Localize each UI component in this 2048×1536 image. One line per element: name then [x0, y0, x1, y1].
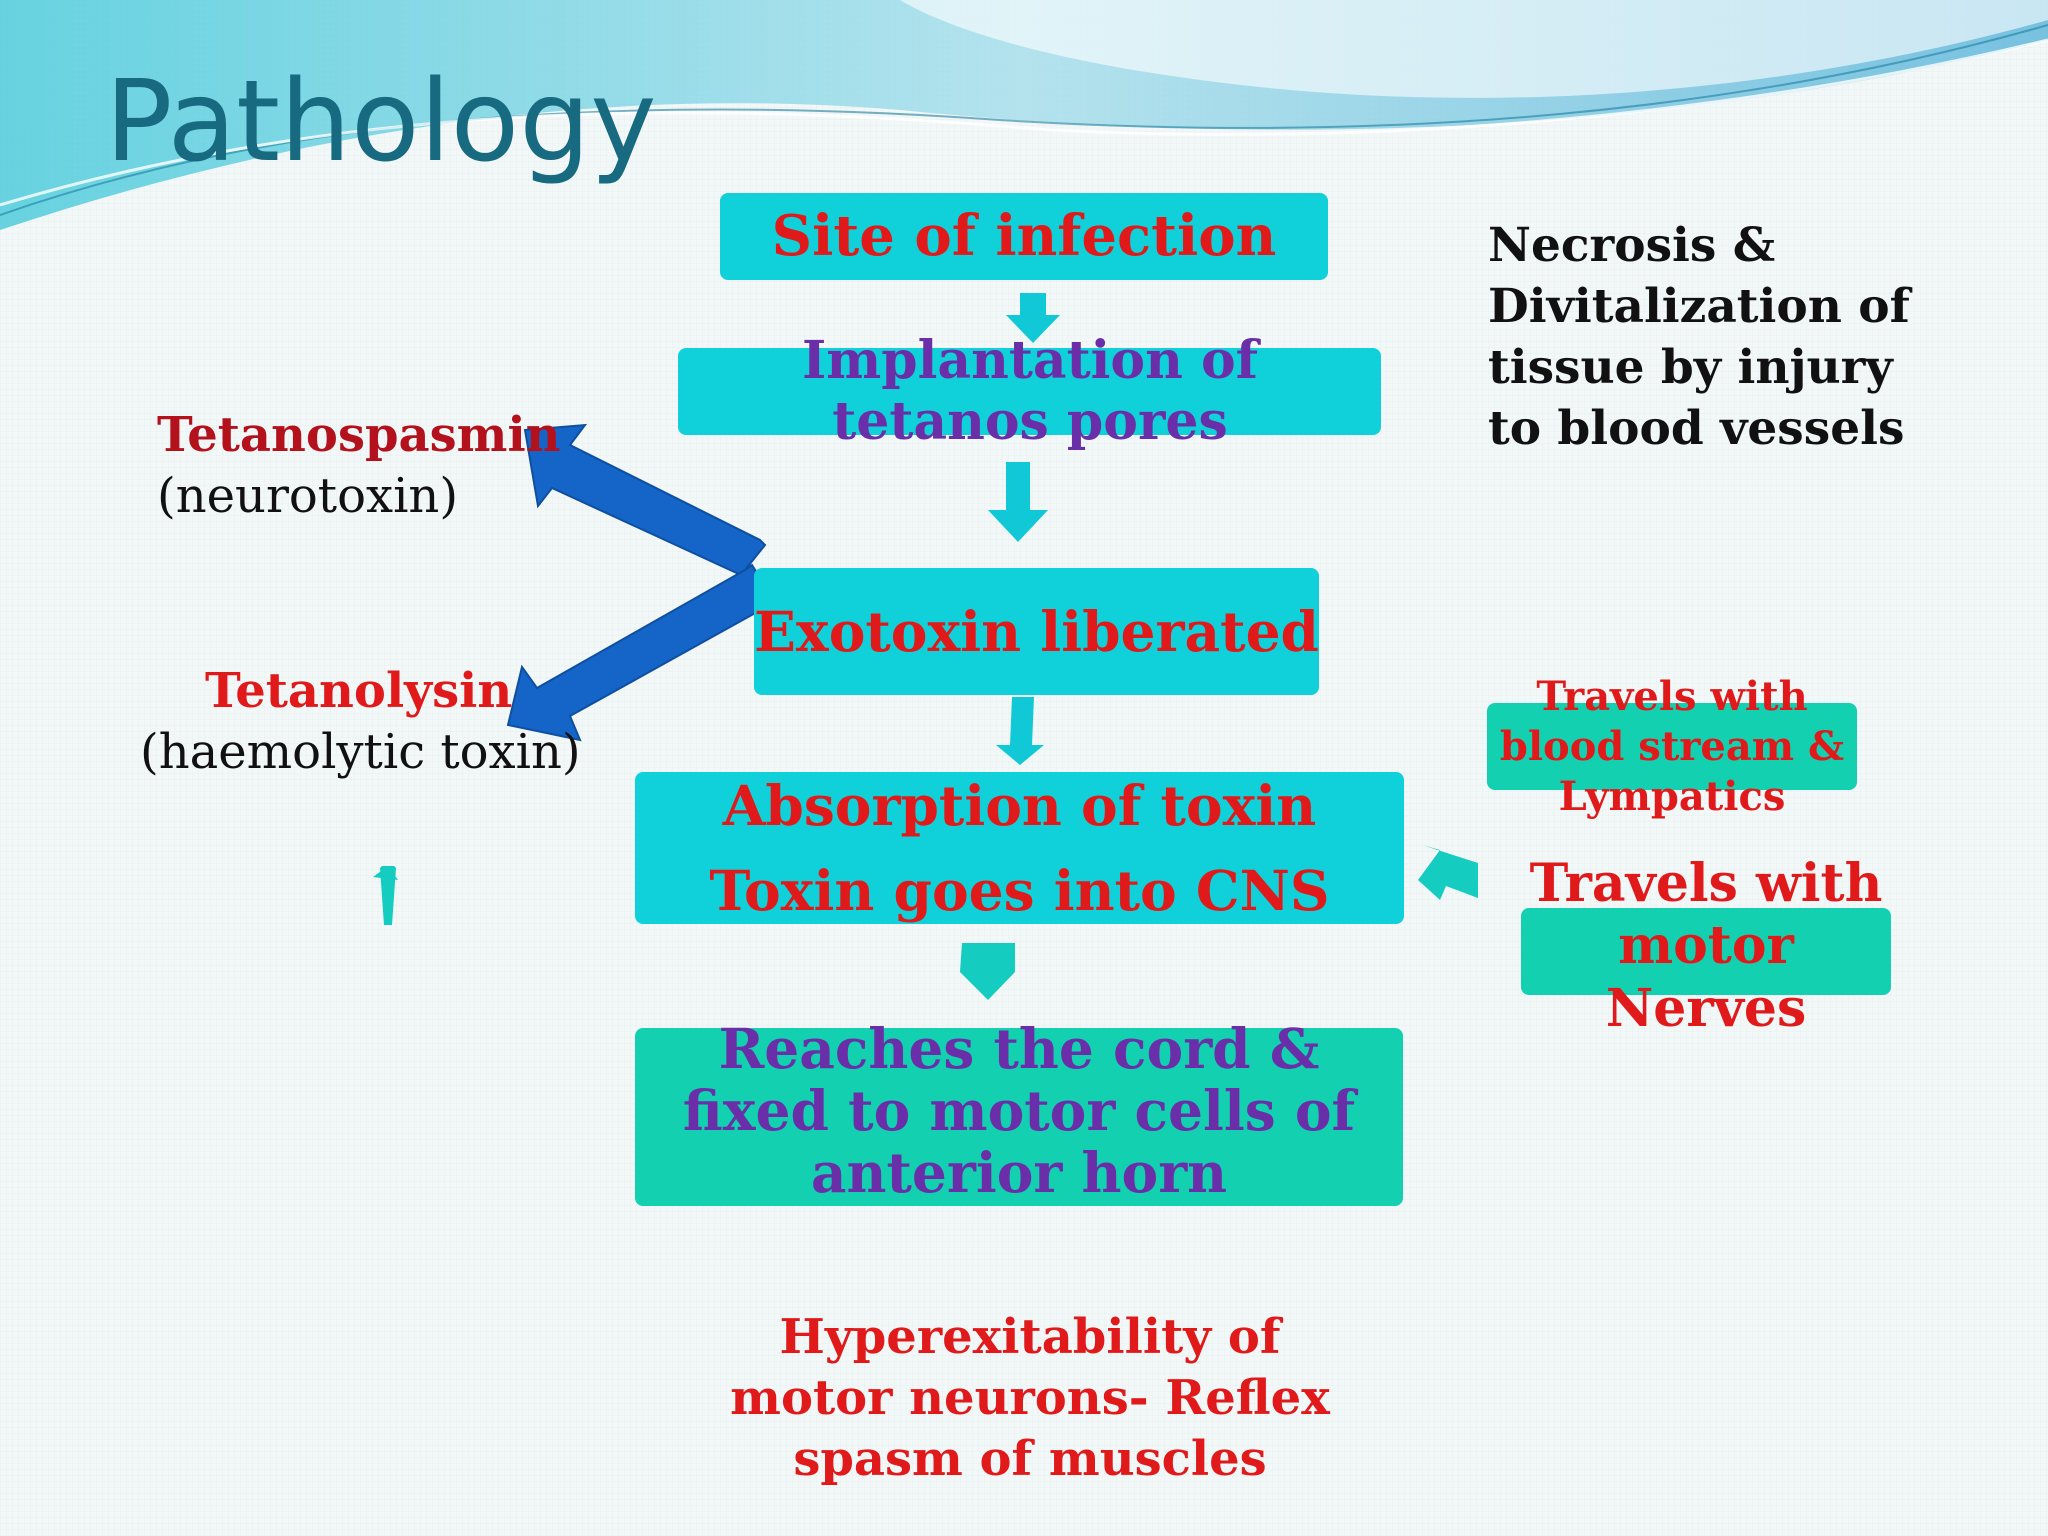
exotoxin-label: Exotoxin liberated	[754, 598, 1320, 664]
reaches-cord-box	[635, 1028, 1403, 1206]
absorption-label: Absorption of toxin	[722, 772, 1317, 838]
left-arrow-icon	[1418, 845, 1478, 900]
down-arrow-icon	[996, 697, 1044, 765]
arrow-to-tetanospasmin-icon	[523, 423, 767, 577]
site-of-infection-box: Site of infection	[720, 193, 1328, 280]
tetanospasmin-desc: (neurotoxin)	[157, 468, 459, 524]
exotoxin-box: Exotoxin liberated	[754, 568, 1319, 695]
up-arrow-icon	[380, 866, 396, 925]
absorption-box: Absorption of toxin Toxin goes into CNS	[635, 772, 1404, 924]
arrow-to-tetanolysin-icon	[506, 563, 777, 742]
header-waves	[0, 0, 2048, 230]
implantation-label: Implantation of tetanos pores	[801, 330, 1259, 453]
down-arrow-icon	[988, 462, 1048, 542]
tetanospasmin-name: Tetanospasmin	[157, 407, 561, 463]
necrosis-text: Necrosis & Divitalization of tissue by i…	[1488, 218, 1910, 457]
tetanolysin-desc: (haemolytic toxin)	[140, 724, 581, 780]
slide-title: Pathology	[105, 57, 657, 187]
down-arrow-icon	[960, 943, 1015, 1000]
hyperexcitability-label: Hyperexitability of motor neurons- Refle…	[730, 1309, 1330, 1487]
tetanolysin-name: Tetanolysin	[205, 663, 513, 719]
site-of-infection-label: Site of infection	[771, 203, 1277, 270]
travels-motor-box	[1521, 908, 1891, 995]
toxin-cns-label: Toxin goes into CNS	[709, 858, 1330, 923]
reaches-cord-label: Reaches the cord & fixed to motor cells …	[682, 1016, 1356, 1206]
implantation-box	[678, 348, 1381, 435]
travels-blood-box	[1487, 703, 1857, 790]
travels-motor-label: Travels with motor Nerves	[1529, 853, 1883, 1039]
travels-blood-label: Travels with blood stream & Lympatics	[1499, 673, 1845, 820]
down-arrow-icon	[1006, 293, 1060, 343]
